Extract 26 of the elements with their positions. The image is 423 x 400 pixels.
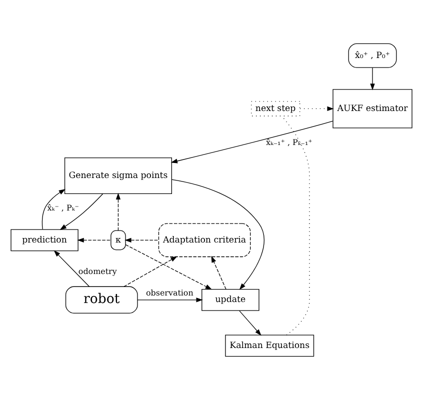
- arrow: [238, 310, 262, 336]
- node-box: Generate sigma points: [64, 158, 172, 194]
- node-box: Adaptation criteria: [158, 223, 251, 258]
- arrow: [170, 120, 334, 164]
- node-box: AUKF estimator: [332, 89, 412, 128]
- arrow: [211, 256, 226, 290]
- arrow: [370, 67, 375, 90]
- arrow: [116, 192, 121, 231]
- arrow: [124, 256, 178, 287]
- node-box: Kalman Equations: [225, 334, 314, 357]
- arrow: [60, 194, 104, 230]
- node-box: update: [202, 288, 260, 311]
- node-box: robot: [65, 286, 138, 314]
- arrow: [300, 106, 334, 112]
- arrow: [77, 238, 112, 242]
- node-box: next step: [251, 101, 300, 116]
- arrow: [42, 189, 66, 230]
- arrow: [137, 298, 203, 302]
- arrow: [172, 179, 264, 290]
- connector: [281, 116, 310, 336]
- node-box: prediction: [10, 229, 78, 252]
- arrow: [124, 238, 159, 242]
- node-box: κ: [110, 230, 126, 250]
- arrow: [54, 250, 90, 287]
- node-box: x̂₀⁺ , P₀⁺: [348, 43, 397, 68]
- arrow: [125, 244, 212, 290]
